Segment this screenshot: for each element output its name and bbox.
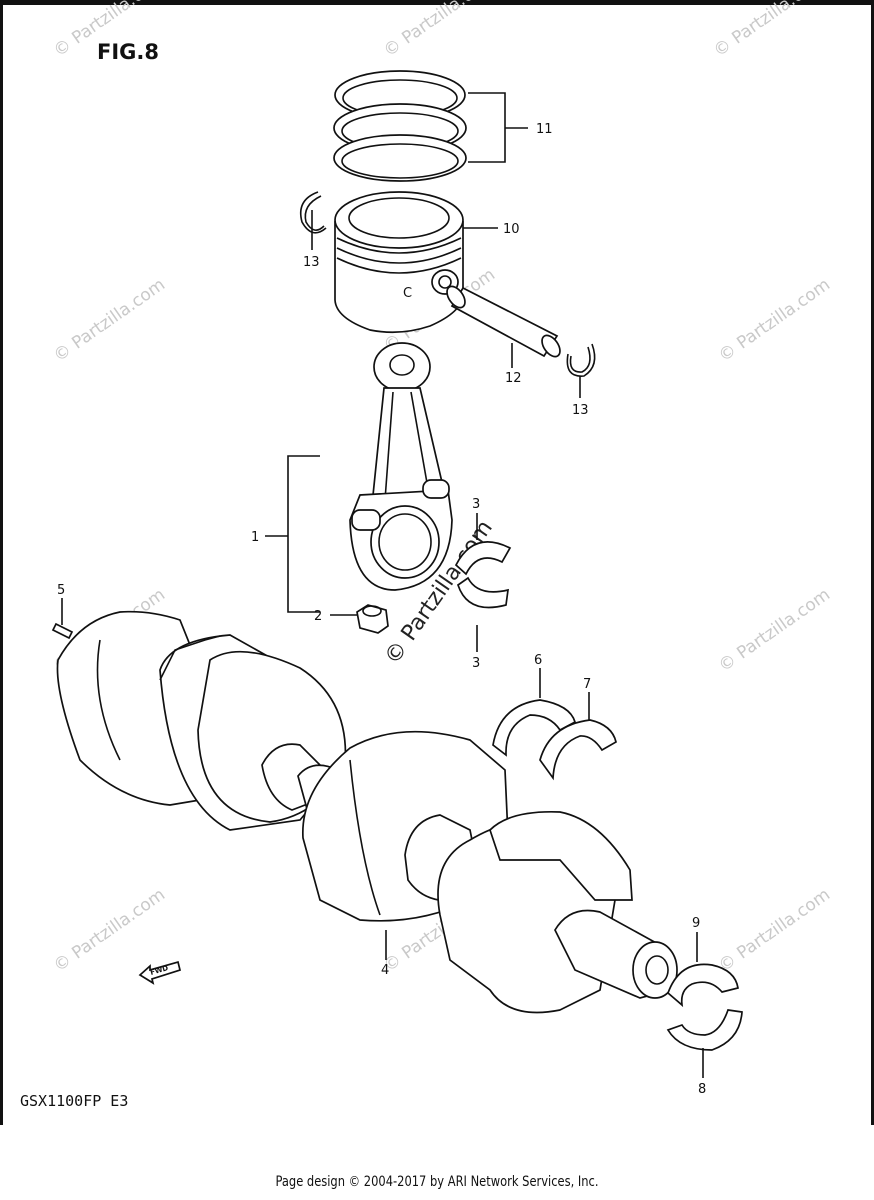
dowel-pin [51, 622, 74, 640]
leader-lines [61, 92, 704, 1078]
callout-12: 12 [505, 371, 522, 386]
callout-9: 9 [692, 916, 700, 931]
frame-left-border [0, 0, 3, 1125]
callout-11: 11 [536, 122, 553, 137]
frame-right-border [871, 0, 874, 1125]
piston-pin-circlips [299, 191, 596, 377]
thrust-bearings [492, 699, 617, 781]
crankshaft [56, 610, 678, 1014]
callout-1: 1 [251, 530, 259, 545]
callout-numbers: 11 10 13 12 13 1 2 3 3 5 6 7 4 9 8 [57, 122, 706, 1097]
piston-mark: C [403, 286, 412, 301]
model-code: GSX1100FP E3 [20, 1092, 129, 1110]
piston: C [334, 191, 464, 334]
connecting-rod [349, 342, 453, 591]
callout-4: 4 [381, 963, 389, 978]
main-bearings [666, 963, 743, 1051]
callout-13-left: 13 [303, 255, 320, 270]
piston-rings [333, 70, 467, 182]
callout-6: 6 [534, 653, 542, 668]
callout-13-right: 13 [572, 403, 589, 418]
fwd-arrow-icon: FWD [138, 960, 182, 985]
conrod-bearings [454, 541, 512, 609]
callout-2: 2 [314, 609, 322, 624]
callout-5: 5 [57, 583, 65, 598]
callout-7: 7 [583, 677, 591, 692]
frame-top-border [0, 0, 874, 5]
callout-3-bottom: 3 [472, 656, 480, 671]
callout-8: 8 [698, 1082, 706, 1097]
callout-10: 10 [503, 222, 520, 237]
page-footer: Page design © 2004-2017 by ARI Network S… [275, 1174, 599, 1190]
rod-nut [356, 604, 389, 634]
piston-pin [446, 285, 561, 358]
callout-3-top: 3 [472, 497, 480, 512]
figure-title: FIG.8 [97, 40, 159, 64]
